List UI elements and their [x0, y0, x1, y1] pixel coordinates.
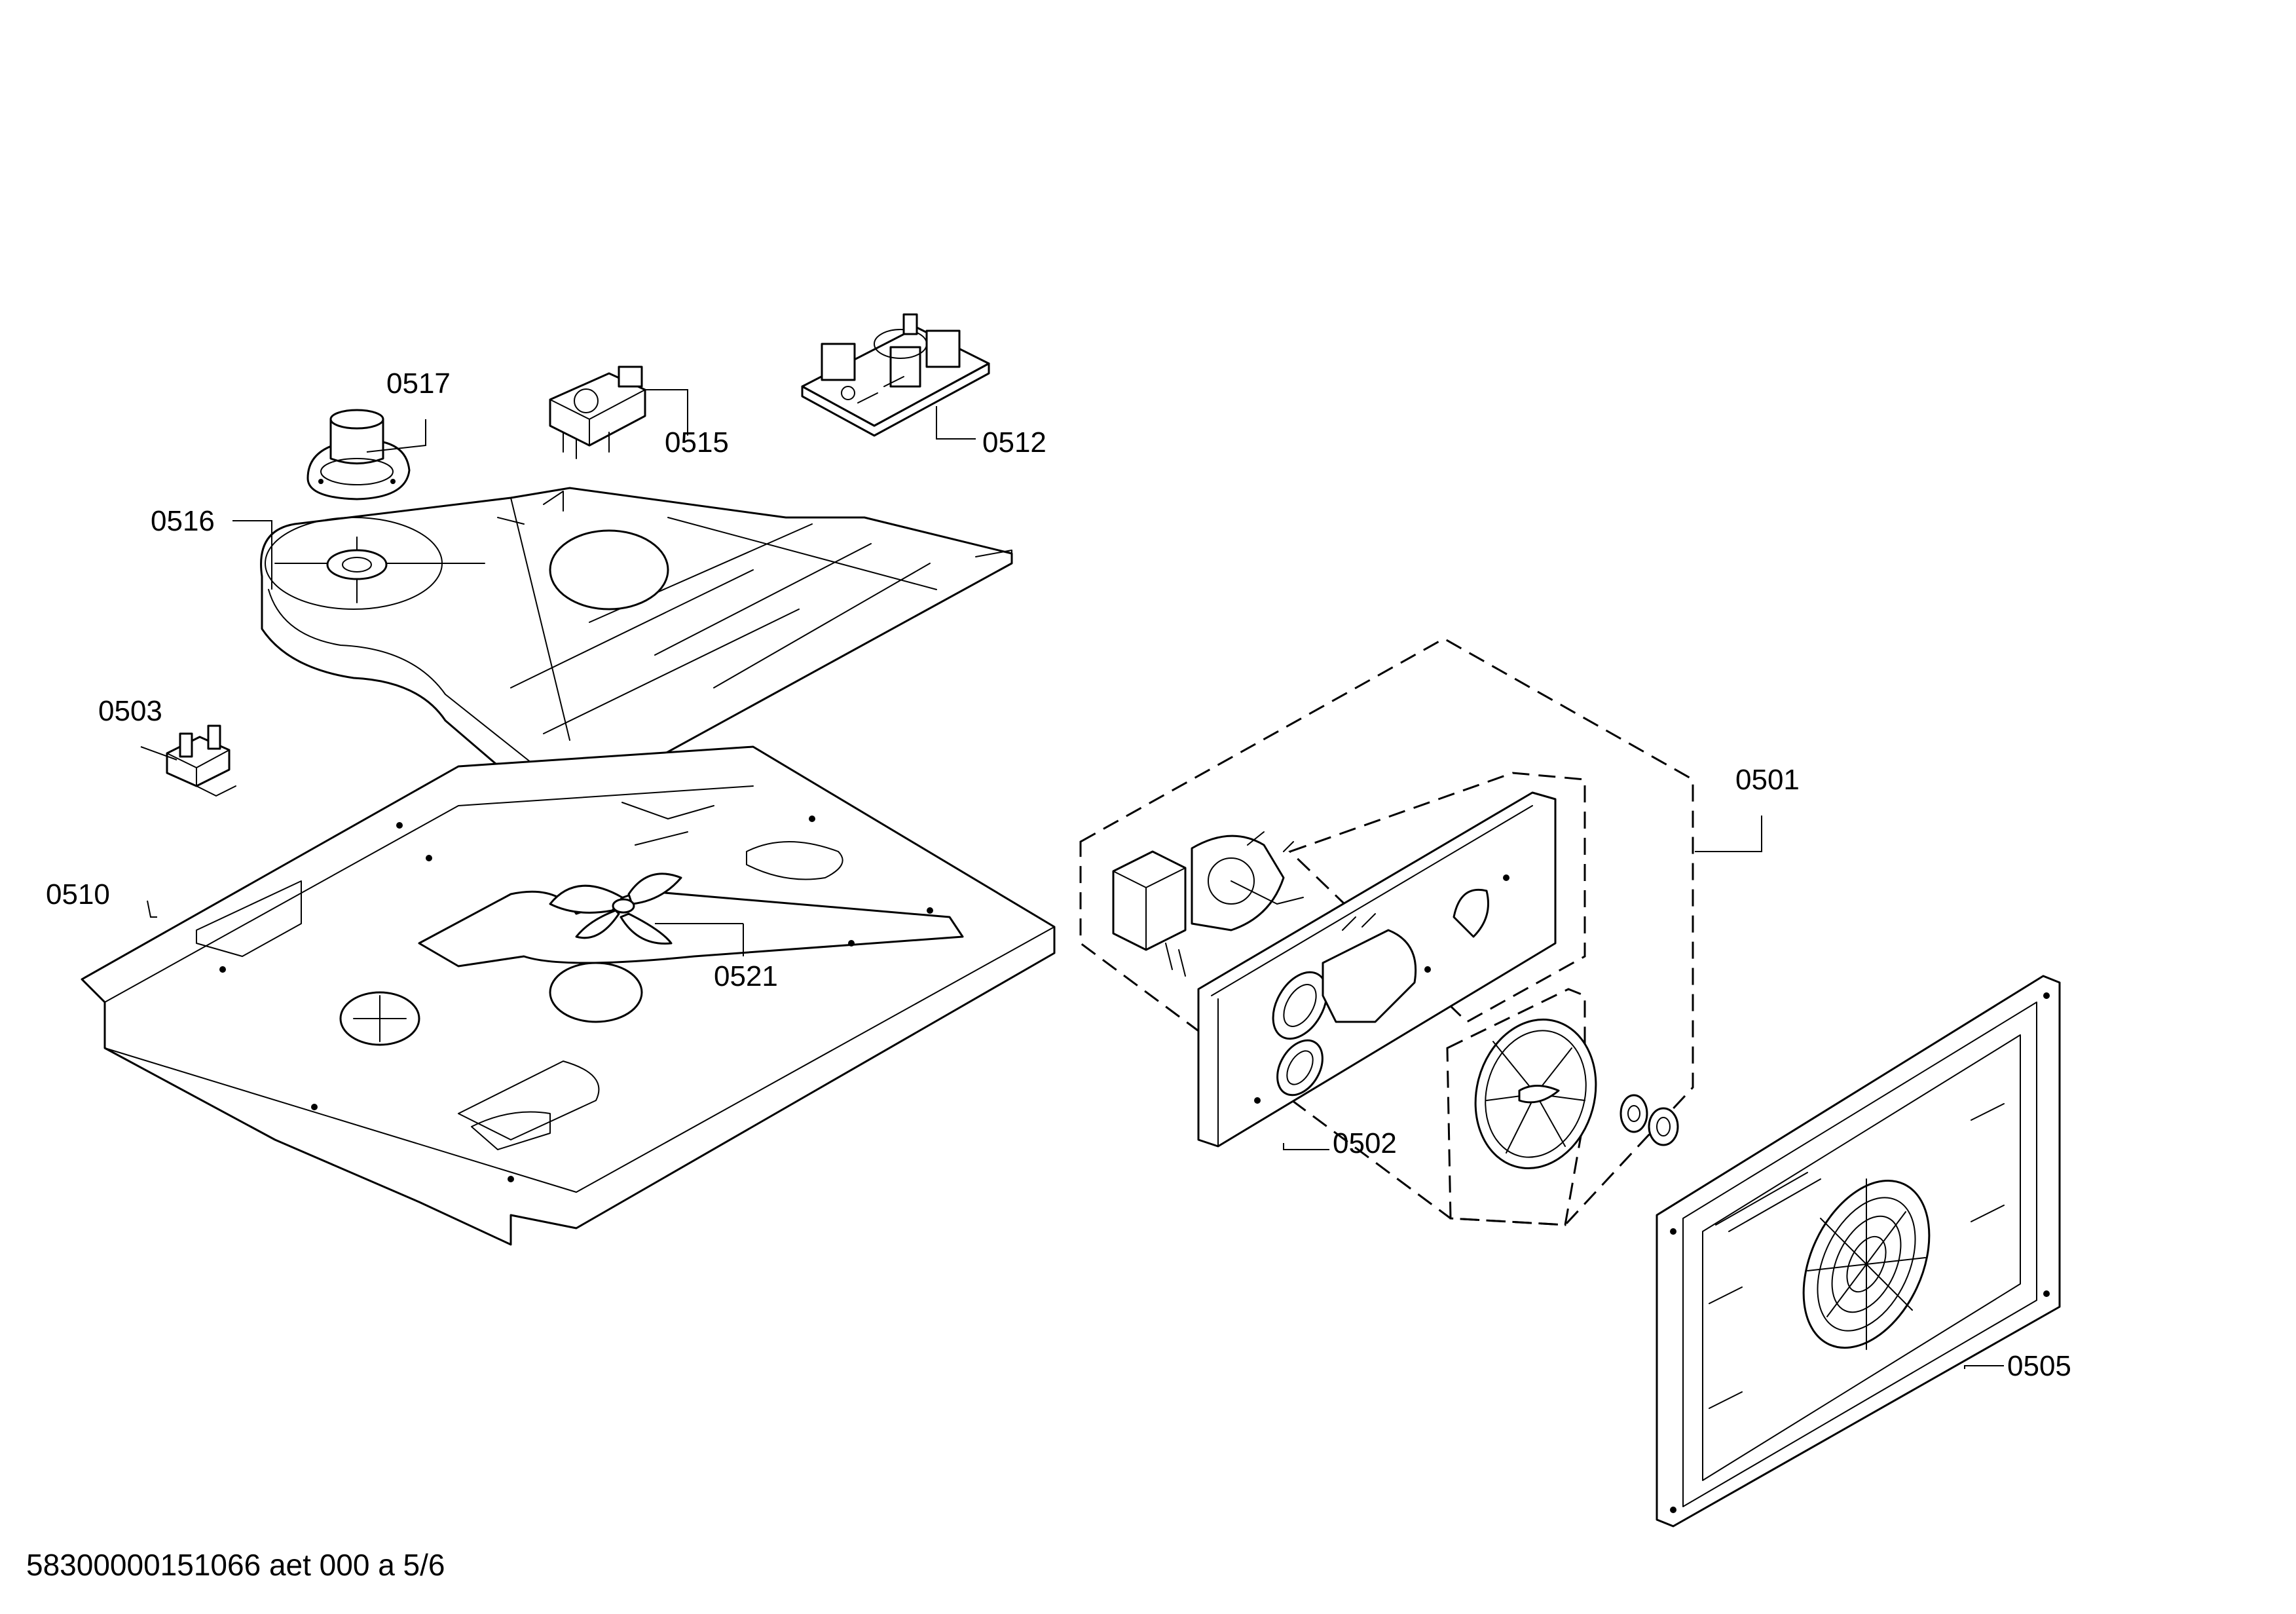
fan-motor: [1112, 831, 1304, 977]
large-fan-wheel: [1446, 988, 1679, 1226]
leader-lines: [140, 389, 2004, 1369]
part-0505-back-panel[interactable]: [1656, 975, 2061, 1528]
part-0516-fan-housing[interactable]: [260, 487, 1013, 807]
label-0512: 0512: [982, 426, 1046, 459]
document-code: 58300000151066 aet 000 a 5/6: [26, 1548, 445, 1582]
label-0516: 0516: [151, 505, 215, 537]
part-0503-thermostat[interactable]: [166, 724, 236, 797]
label-0521: 0521: [714, 960, 778, 992]
label-0503: 0503: [98, 695, 162, 727]
part-0517-motor-cap[interactable]: [306, 409, 411, 500]
label-0515: 0515: [665, 426, 729, 459]
part-0510-base-plate[interactable]: [81, 745, 1056, 1246]
part-0521-fan-blade[interactable]: [549, 873, 682, 945]
label-0505: 0505: [2007, 1350, 2071, 1382]
part-0501-fan-assembly-group[interactable]: [1079, 637, 1694, 1226]
part-0502-mounting-plate[interactable]: [1197, 772, 1586, 1148]
label-0501: 0501: [1735, 764, 1800, 796]
part-0512-circuit-board[interactable]: [801, 313, 990, 437]
label-0502: 0502: [1333, 1127, 1397, 1159]
label-0517: 0517: [386, 367, 451, 400]
part-0515-switch[interactable]: [549, 366, 646, 459]
label-0510: 0510: [46, 878, 110, 910]
